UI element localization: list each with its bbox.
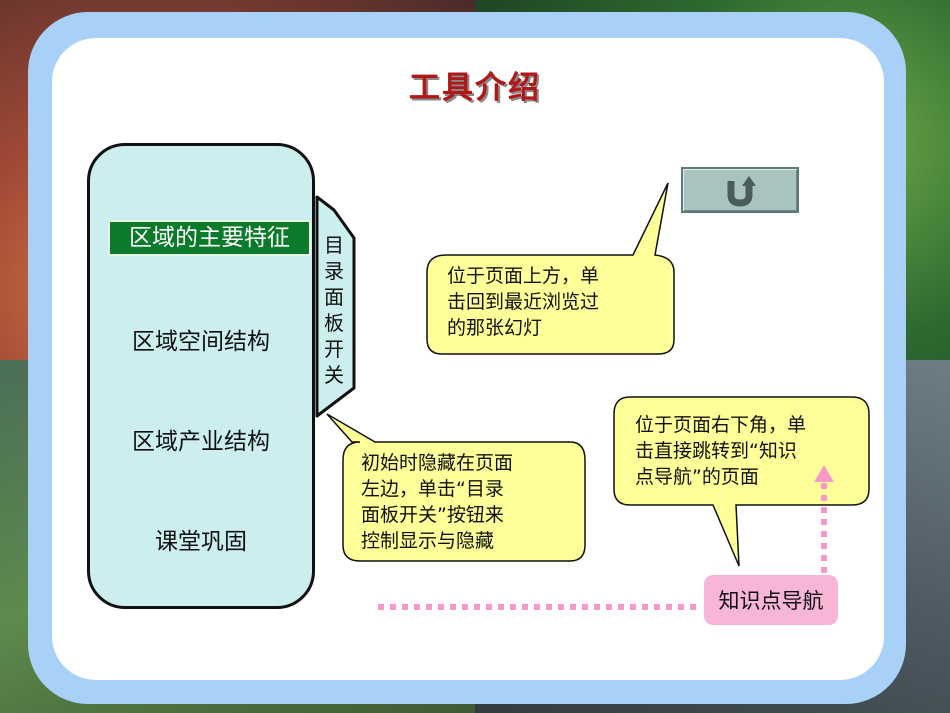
toc-switch-char: 关: [324, 363, 344, 387]
toc-item-industrial-structure[interactable]: 区域产业结构: [132, 429, 270, 455]
toc-switch-label[interactable]: 目 录 面 板 开 关: [322, 232, 346, 388]
callout-line: 击回到最近浏览过: [447, 291, 600, 313]
knowledge-nav-button[interactable]: 知识点导航: [704, 575, 838, 625]
toc-switch-tab[interactable]: [315, 195, 356, 418]
return-arrow-icon: [727, 176, 756, 207]
callout-back-bubble: [426, 182, 675, 355]
callout-line: 初始时隐藏在页面: [361, 452, 514, 474]
callout-nav-text: 位于页面右下角，单 击直接跳转到“知识 点导航”的页面: [635, 412, 806, 490]
toc-switch-char: 板: [324, 311, 344, 335]
callout-nav-bubble: [613, 396, 870, 567]
toc-item-spatial-structure[interactable]: 区域空间结构: [132, 329, 270, 355]
callout-line: 左边，单击“目录: [361, 478, 504, 500]
toc-panel: 区域的主要特征 区域空间结构 区域产业结构 课堂巩固: [87, 143, 315, 609]
toc-item-class-review[interactable]: 课堂巩固: [155, 529, 247, 555]
toc-item-regional-features[interactable]: 区域的主要特征: [108, 220, 311, 256]
callout-switch-bubble: [326, 413, 586, 562]
callout-line: 点导航”的页面: [635, 466, 759, 488]
nav-arrowhead-icon: [814, 465, 834, 482]
back-button[interactable]: [681, 167, 799, 213]
callout-line: 面板开关”按钮来: [361, 504, 504, 526]
callout-line: 击直接跳转到“知识: [635, 440, 797, 462]
callout-back-text: 位于页面上方，单 击回到最近浏览过 的那张幻灯: [447, 263, 599, 341]
slide-title: 工具介绍: [409, 70, 541, 106]
toc-switch-char: 开: [324, 337, 344, 361]
callout-line: 的那张幻灯: [447, 317, 543, 339]
callout-line: 位于页面右下角，单: [635, 414, 807, 436]
callout-line: 位于页面上方，单: [447, 265, 600, 287]
callout-line: 控制显示与隐藏: [361, 530, 495, 552]
toc-switch-char: 面: [324, 285, 344, 309]
toc-switch-char: 目: [324, 233, 344, 257]
callout-switch-text: 初始时隐藏在页面 左边，单击“目录 面板开关”按钮来 控制显示与隐藏: [361, 450, 513, 554]
toc-switch-char: 录: [324, 259, 344, 283]
